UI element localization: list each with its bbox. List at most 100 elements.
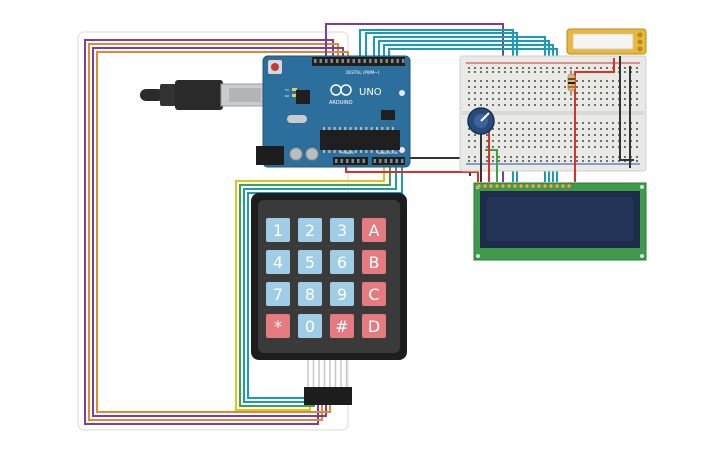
keypad-key-label: 6 [337, 253, 347, 272]
breadboard-hole [504, 86, 506, 88]
breadboard-hole [558, 122, 560, 124]
breadboard-hole [558, 146, 560, 148]
breadboard-hole [516, 80, 518, 82]
keypad-key-3[interactable]: 3 [330, 218, 354, 242]
breadboard-hole [486, 160, 488, 162]
keypad-key-a[interactable]: A [362, 218, 386, 242]
breadboard-hole [570, 140, 572, 142]
breadboard-hole [474, 98, 476, 100]
breadboard-hole [540, 80, 542, 82]
chip-leg [381, 127, 384, 130]
breadboard-hole [558, 92, 560, 94]
breadboard-hole [522, 104, 524, 106]
reset-button-cap [271, 63, 279, 71]
power-analog-pins [335, 159, 404, 163]
breadboard-hole [600, 134, 602, 136]
breadboard-hole [492, 134, 494, 136]
breadboard-hole [534, 104, 536, 106]
breadboard-hole [570, 67, 572, 69]
breadboard-hole [606, 122, 608, 124]
keypad-key-label: 5 [305, 253, 315, 272]
breadboard-hole [480, 98, 482, 100]
breadboard-hole [540, 98, 542, 100]
breadboard-hole [474, 134, 476, 136]
breadboard-hole [516, 104, 518, 106]
breadboard-hole [498, 146, 500, 148]
breadboard-hole [594, 92, 596, 94]
breadboard-hole [588, 160, 590, 162]
breadboard-hole [522, 98, 524, 100]
breadboard-hole [594, 134, 596, 136]
breadboard-hole [504, 71, 506, 73]
breadboard-hole [612, 98, 614, 100]
keypad-key-1[interactable]: 1 [266, 218, 290, 242]
breadboard-hole [546, 160, 548, 162]
breadboard-hole [516, 134, 518, 136]
breadboard-hole [528, 160, 530, 162]
breadboard-hole [528, 98, 530, 100]
breadboard-hole [552, 86, 554, 88]
breadboard-hole [534, 134, 536, 136]
breadboard-hole [558, 98, 560, 100]
breadboard-hole [504, 156, 506, 158]
capacitor [305, 147, 319, 161]
breadboard-hole [504, 122, 506, 124]
breadboard-hole [498, 122, 500, 124]
breadboard-hole [594, 98, 596, 100]
power-pin [373, 159, 376, 163]
keypad-wires [84, 39, 403, 425]
keypad-key-label: * [274, 317, 282, 336]
breadboard-hole [624, 86, 626, 88]
breadboard-hole [468, 104, 470, 106]
breadboard-hole [480, 92, 482, 94]
keypad-key-2[interactable]: 2 [298, 218, 322, 242]
breadboard-hole [636, 98, 638, 100]
breadboard-hole [474, 86, 476, 88]
breadboard-hole [522, 92, 524, 94]
keypad-key-label: 0 [305, 317, 315, 336]
breadboard-hole [498, 156, 500, 158]
breadboard-hole [510, 104, 512, 106]
breadboard-hole [576, 104, 578, 106]
keypad-key-5[interactable]: 5 [298, 250, 322, 274]
breadboard-hole [522, 71, 524, 73]
breadboard-hole [486, 140, 488, 142]
breadboard-hole [624, 134, 626, 136]
keypad-key-b[interactable]: B [362, 250, 386, 274]
breadboard-hole [474, 80, 476, 82]
keypad-key-0[interactable]: 0 [298, 314, 322, 338]
keypad-key-6[interactable]: 6 [330, 250, 354, 274]
breadboard-hole [510, 122, 512, 124]
keypad-key-4[interactable]: 4 [266, 250, 290, 274]
keypad-key-7[interactable]: 7 [266, 282, 290, 306]
breadboard-hole [552, 156, 554, 158]
breadboard-hole [636, 140, 638, 142]
atmega-chip [320, 130, 400, 150]
breadboard-hole [504, 134, 506, 136]
breadboard-hole [492, 92, 494, 94]
breadboard-hole [486, 71, 488, 73]
digital-pin [363, 59, 366, 63]
breadboard-hole [468, 80, 470, 82]
keypad-key-cap [362, 250, 386, 274]
keypad-key-8[interactable]: 8 [298, 282, 322, 306]
keypad-key-9[interactable]: 9 [330, 282, 354, 306]
keypad-key-hash[interactable]: # [330, 314, 354, 338]
lcd-pin [494, 183, 500, 189]
wire-yellow-keypad [235, 165, 385, 411]
breadboard-hole [504, 67, 506, 69]
breadboard-hole [636, 160, 638, 162]
breadboard-hole [504, 104, 506, 106]
keypad-key-cap [298, 250, 322, 274]
breadboard-hole [624, 140, 626, 142]
breadboard-hole [486, 156, 488, 158]
breadboard-hole [606, 156, 608, 158]
keypad-key-star[interactable]: * [266, 314, 290, 338]
breadboard-hole [594, 128, 596, 130]
keypad-key-d[interactable]: D [362, 314, 386, 338]
breadboard-hole [522, 140, 524, 142]
keypad-key-c[interactable]: C [362, 282, 386, 306]
breadboard-hole [522, 86, 524, 88]
digital-pin [358, 59, 361, 63]
breadboard-hole [564, 156, 566, 158]
